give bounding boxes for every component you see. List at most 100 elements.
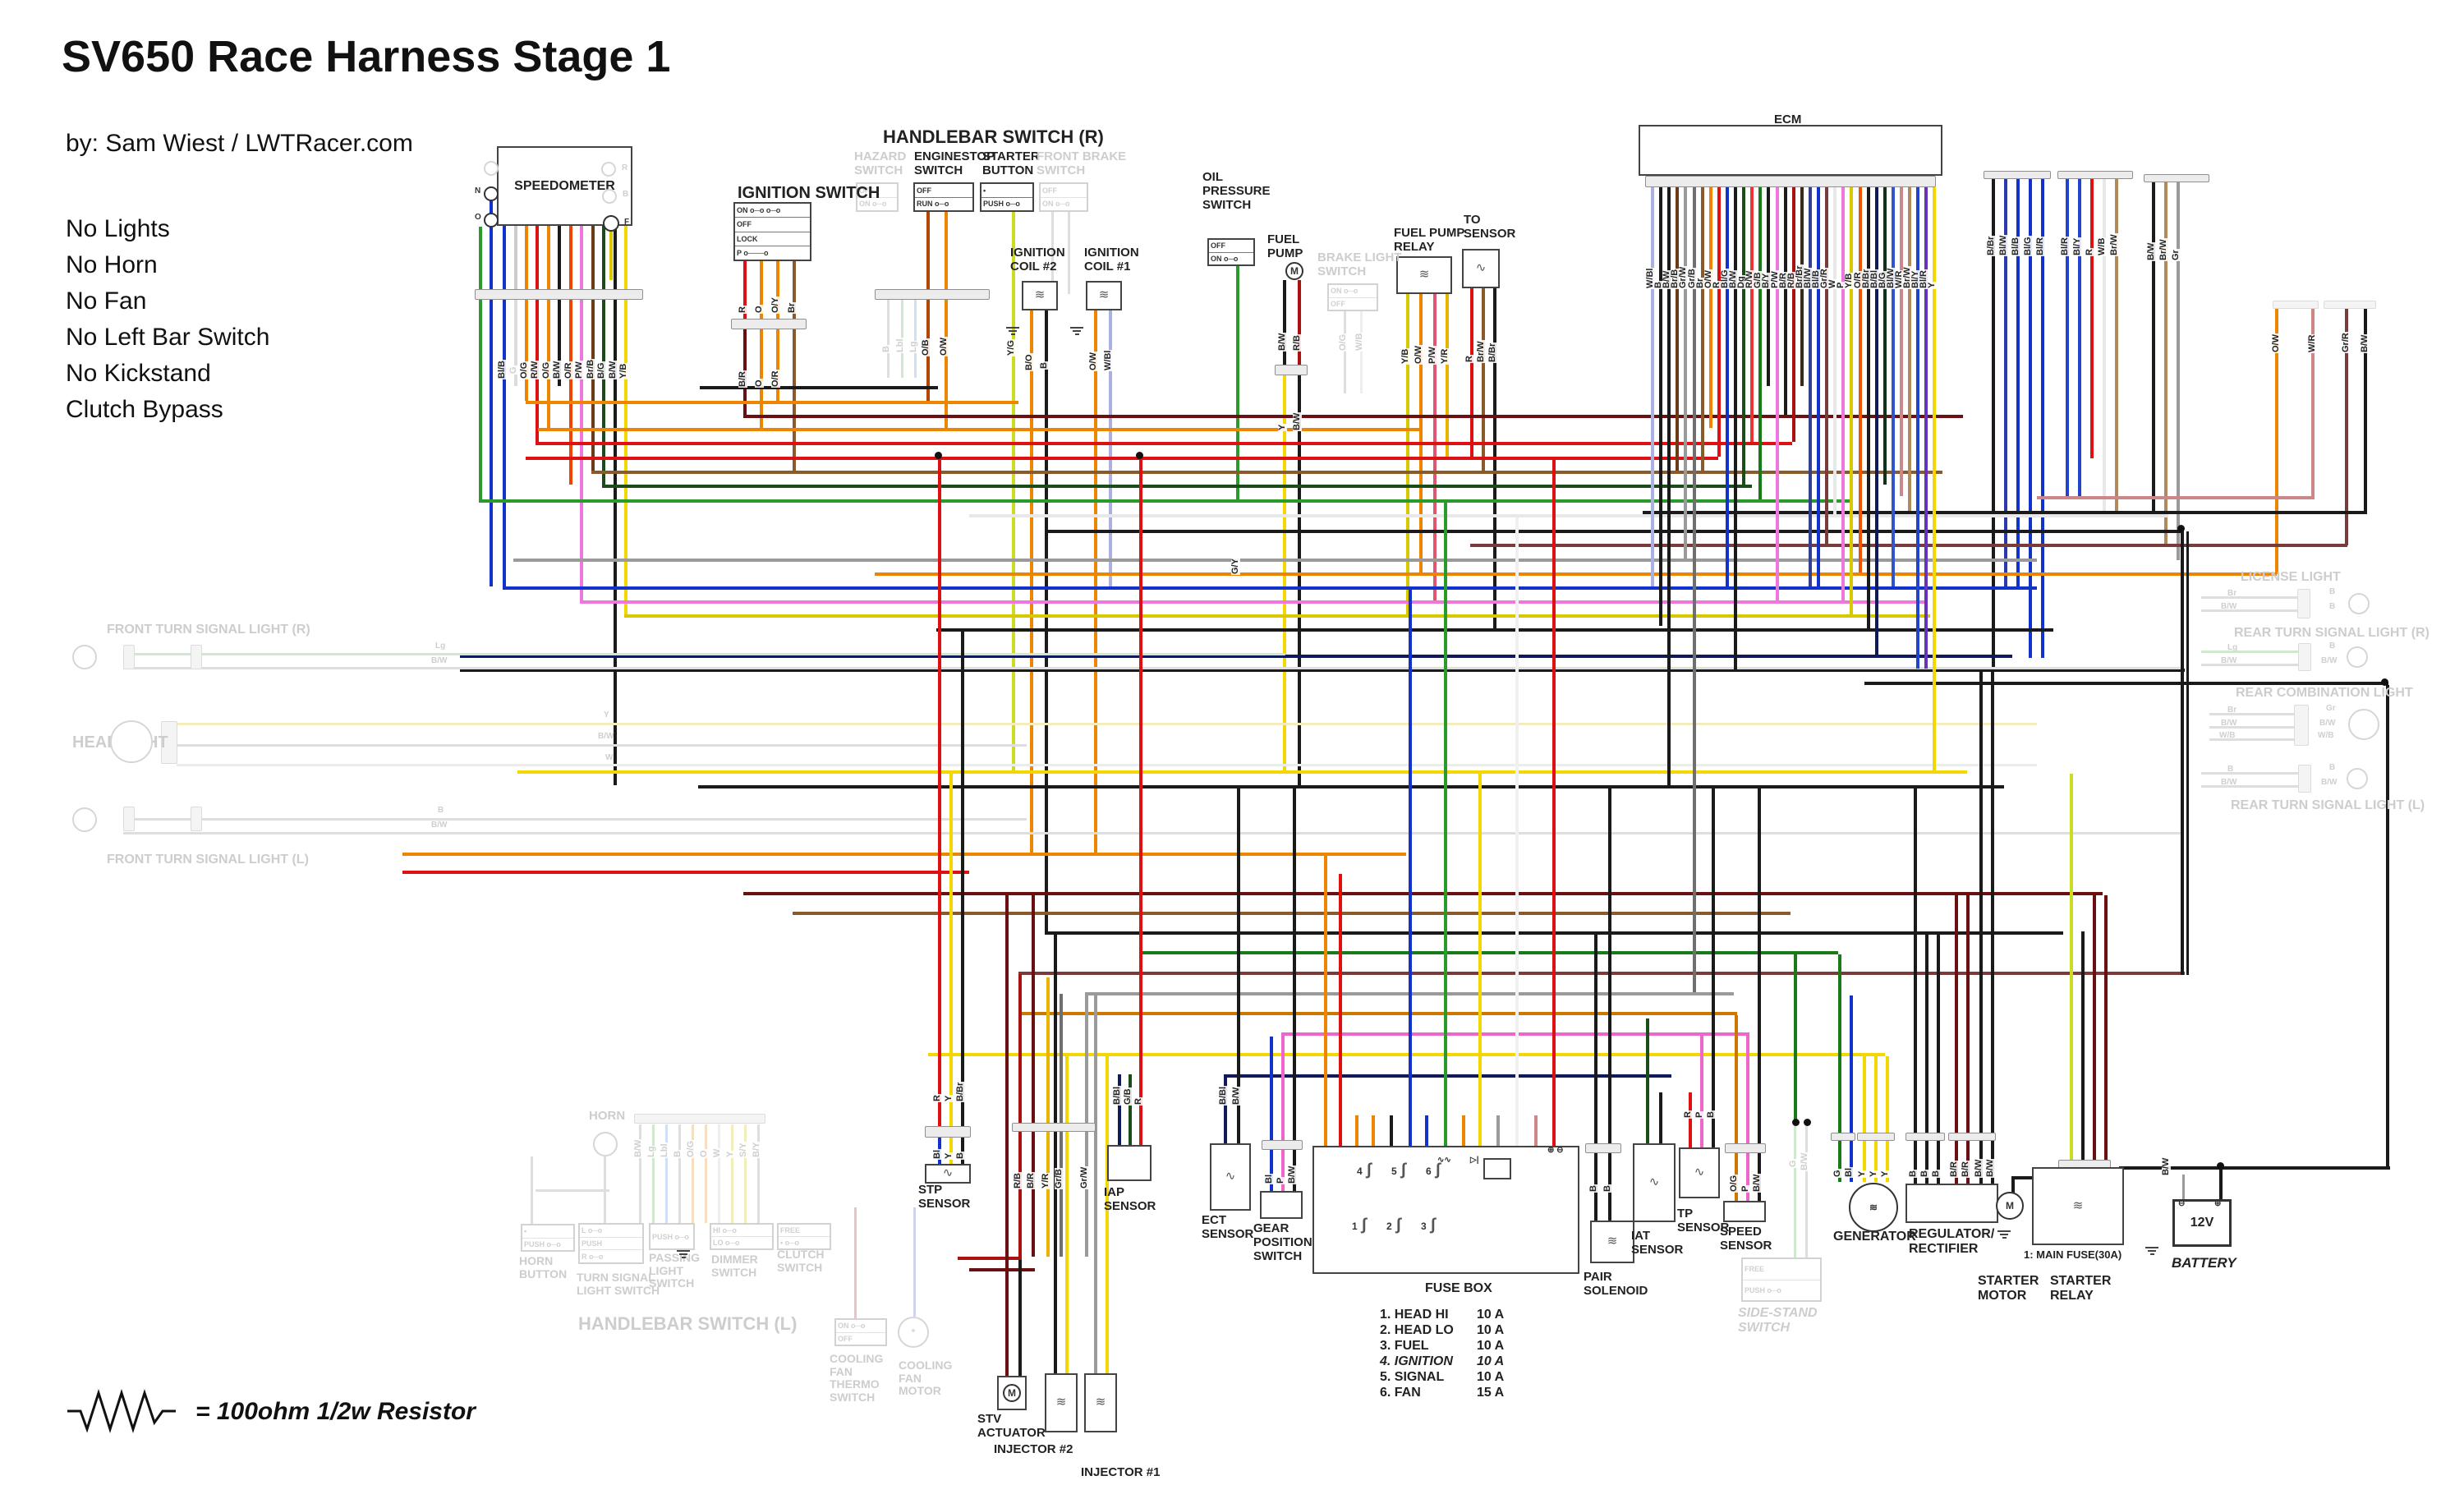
component-box (1585, 1143, 1621, 1153)
wire-segment (652, 1124, 655, 1223)
wire-segment (743, 415, 1963, 418)
wire-segment (514, 300, 517, 386)
wire-label: Gr/B (1054, 1168, 1064, 1189)
wire-label: B/W (1292, 411, 1302, 431)
wire-segment (854, 1207, 857, 1318)
fuse-list-amp: 10 A (1477, 1308, 1505, 1322)
wire-segment (503, 300, 506, 586)
wire-segment (1643, 511, 2367, 514)
wire-segment (875, 572, 2277, 576)
wire-segment (2177, 182, 2180, 560)
small-label: O (475, 213, 481, 222)
wire-segment (926, 212, 930, 289)
wire-label: Lg (908, 340, 918, 353)
component-label: IGNITION COIL #1 (1084, 246, 1139, 274)
wire-segment (1237, 788, 1240, 1143)
wire-segment (2104, 895, 2108, 1160)
fuse-list-item: 1. HEAD HI (1380, 1308, 1449, 1322)
wire-label: B/W (1277, 332, 1287, 352)
fuse-number: 3 (1421, 1221, 1427, 1232)
wire-segment (1914, 788, 1917, 1133)
wire-label: B/G (596, 361, 606, 379)
fuse-list-amp: 15 A (1477, 1386, 1505, 1400)
ecm-wire (1892, 187, 1895, 586)
component-box (1260, 1191, 1303, 1219)
wire-label: Bl (1844, 1167, 1854, 1178)
component-label: TO SENSOR (1464, 213, 1516, 241)
wire-segment (1018, 1260, 1022, 1376)
component-box: ∿ (925, 1164, 971, 1184)
component-circle (2347, 768, 2368, 789)
component-box (2297, 589, 2310, 618)
component-label: CLUTCH SWITCH (777, 1248, 825, 1274)
wire-label: R (1683, 1110, 1693, 1119)
small-label: Br (2227, 706, 2237, 715)
ecm-wire (1792, 187, 1795, 442)
wire-segment (2115, 179, 2118, 513)
wire-segment (2345, 309, 2348, 545)
wire-label: O/W (1088, 352, 1098, 371)
component-label: STARTER BUTTON (982, 149, 1040, 177)
component-circle (601, 162, 616, 177)
wire-label: B/R (1026, 1172, 1036, 1189)
component-box: PUSH o─o (649, 1223, 695, 1250)
component-label: GEAR POSITION SWITCH (1253, 1221, 1312, 1263)
wire-segment (1425, 1115, 1428, 1146)
wire-label: Y/G (1006, 339, 1016, 356)
wire-label: B/W (1231, 1086, 1241, 1106)
component-box (1905, 1184, 1998, 1223)
small-label: F (624, 218, 630, 227)
small-label: Gr (2326, 704, 2336, 713)
wire-segment (2364, 309, 2367, 513)
component-box (1984, 171, 2051, 179)
wire-segment (1850, 1141, 1853, 1182)
wire-segment (2201, 785, 2300, 788)
wire-segment (2029, 179, 2032, 658)
small-label: B (2329, 641, 2336, 651)
small-label: W/B (2219, 731, 2236, 740)
component-box (191, 645, 202, 669)
component-label: DIMMER SWITCH (711, 1253, 758, 1279)
ecm-wire (1667, 187, 1671, 785)
wire-segment (2201, 772, 2300, 775)
small-label: B/W (2319, 719, 2336, 728)
wire-segment (1470, 288, 1473, 460)
small-label: ⊖ (2178, 1199, 2186, 1208)
component-box: ∿ (1462, 249, 1500, 288)
wire-label: B (1908, 1170, 1918, 1178)
wire-segment (1106, 1056, 1109, 1373)
wire-label: Br/W (1476, 340, 1486, 363)
wire-segment (949, 1138, 953, 1164)
component-label: SPEED SENSOR (1720, 1225, 1772, 1253)
ecm-wire (1709, 187, 1712, 428)
wire-segment (602, 300, 605, 485)
component-box (1312, 1146, 1579, 1274)
small-label: B/W (2321, 778, 2338, 787)
wire-segment (1594, 931, 1597, 1143)
wire-label: Lbl (895, 338, 905, 353)
wire-segment (1482, 288, 1485, 474)
wire-segment (1886, 1141, 1889, 1182)
wire-segment (1032, 895, 1035, 1123)
wire-label: G (508, 366, 518, 375)
wire-segment (460, 669, 2185, 672)
small-label: R (622, 163, 628, 172)
wire-segment (1139, 460, 1142, 1145)
ecm-wire (1776, 187, 1779, 600)
component-box: •PUSH o─o (521, 1224, 575, 1252)
wire-segment (945, 300, 948, 431)
fuse-number: 1 (1352, 1221, 1358, 1232)
wire-segment (2201, 596, 2298, 599)
wire-segment (1129, 1074, 1132, 1145)
component-label: COOLING FAN THERMO SWITCH (830, 1352, 884, 1405)
wire-segment (1339, 874, 1342, 1146)
wire-label: W/B (2097, 237, 2107, 256)
junction-dot (1792, 1119, 1800, 1126)
wire-segment (744, 1124, 747, 1223)
component-circle (2348, 709, 2379, 740)
ecm-wire (1825, 187, 1828, 544)
junction-dot (2177, 525, 2185, 532)
byline: by: Sam Wiest / LWTRacer.com (66, 130, 413, 157)
